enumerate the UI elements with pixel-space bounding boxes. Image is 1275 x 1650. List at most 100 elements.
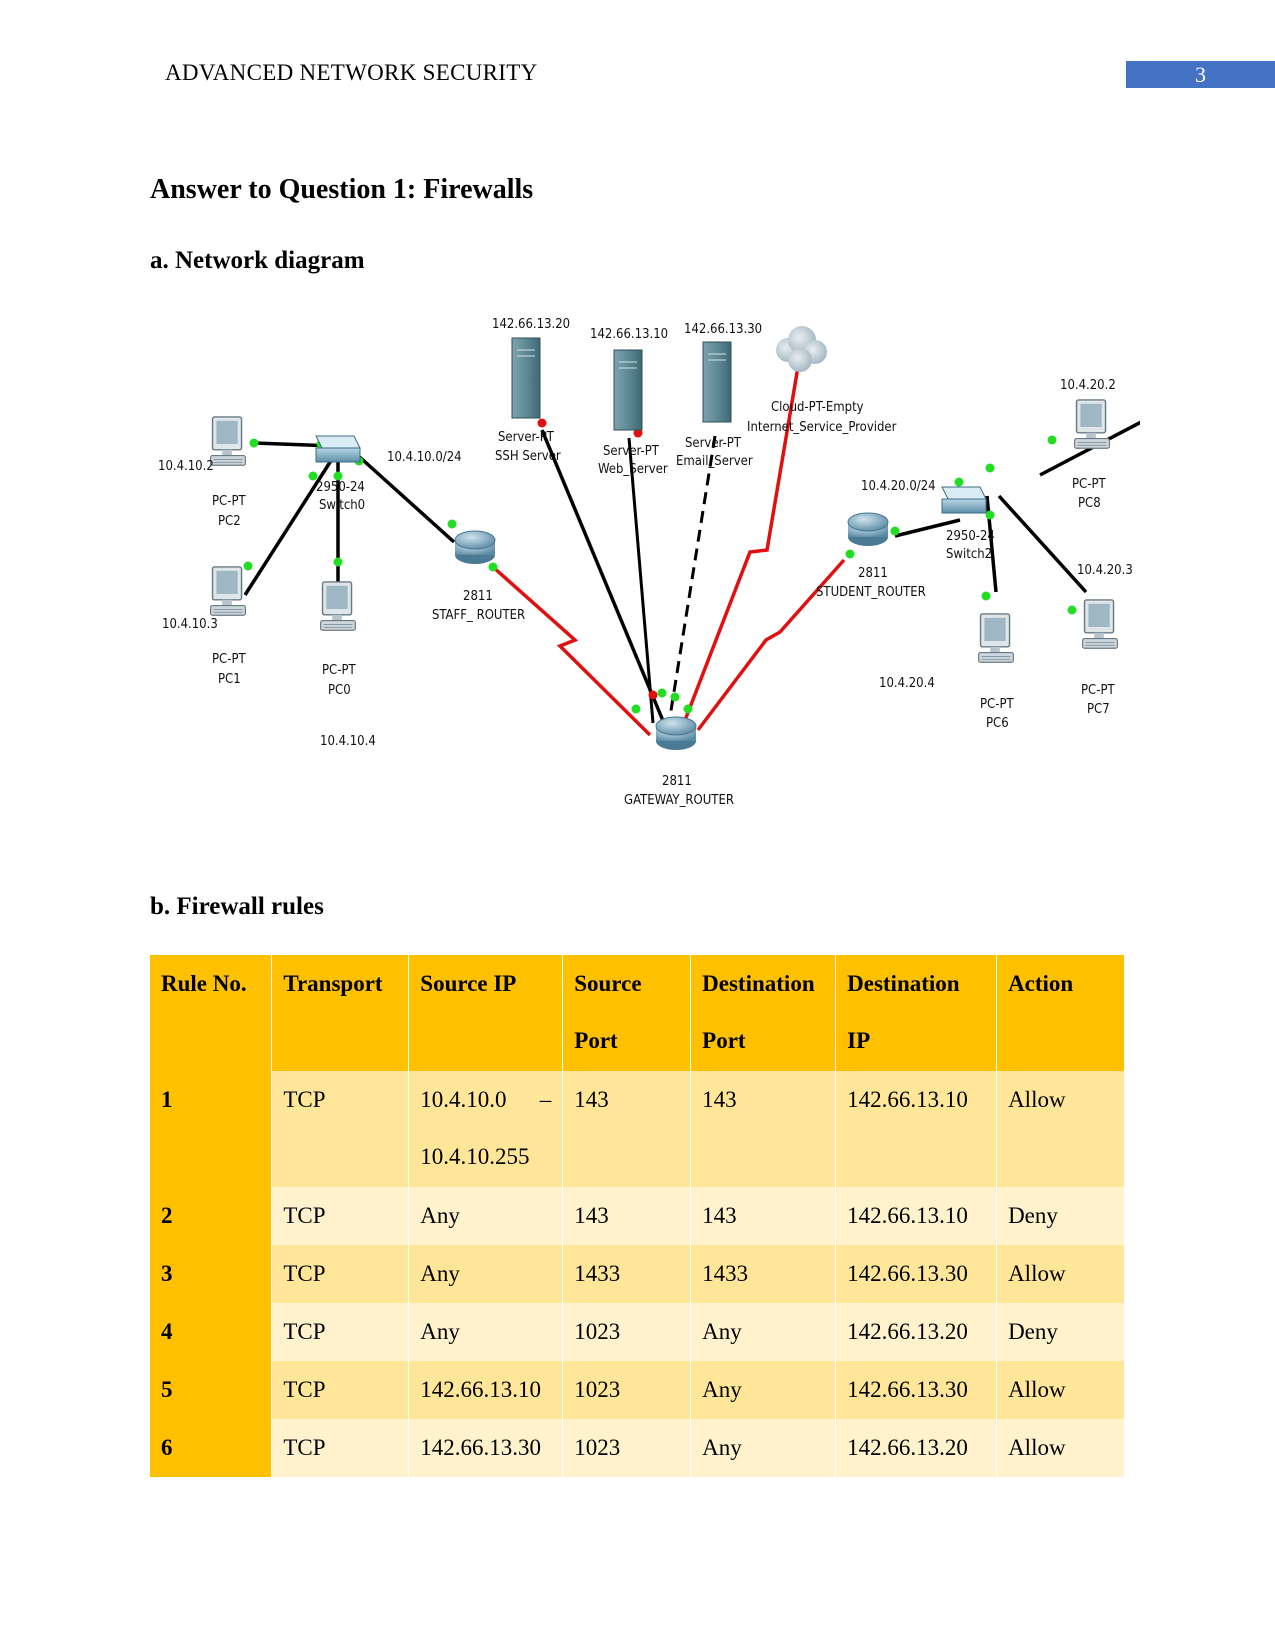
- transport-cell: TCP: [271, 1187, 410, 1245]
- source-port-cell: 143: [562, 1187, 692, 1245]
- cloud-model-label: Cloud-PT-Empty: [771, 400, 864, 415]
- server-ip-label: 142.66.13.30: [684, 322, 762, 337]
- action-cell: Allow: [996, 1361, 1125, 1419]
- server-model-label: Server-PT: [603, 444, 660, 459]
- router-name-label: STUDENT_ROUTER: [816, 585, 926, 600]
- pc-model-label: PC-PT: [1072, 477, 1106, 492]
- source-ip-cell: Any: [408, 1245, 564, 1303]
- transport-cell: TCP: [271, 1303, 410, 1361]
- page-title: Answer to Question 1: Firewalls: [150, 174, 534, 205]
- pc-ip-label: 10.4.20.4: [879, 676, 935, 691]
- server-icon: [511, 337, 541, 419]
- router-model-label: 2811: [662, 774, 692, 789]
- pc-name-label: PC8: [1078, 496, 1101, 511]
- cloud-name-label: Internet_Service_Provider: [747, 420, 897, 435]
- pc-model-label: PC-PT: [1081, 683, 1115, 698]
- server-name-label: Email_Server: [676, 454, 753, 469]
- subnet-label: 10.4.10.0/24: [387, 450, 462, 465]
- router-model-label: 2811: [463, 589, 493, 604]
- router-icon: [847, 512, 889, 546]
- action-cell: Allow: [996, 1245, 1125, 1303]
- source-ip-cell: 10.4.10.0–10.4.10.255: [408, 1071, 564, 1187]
- pc-ip-label: 10.4.10.2: [158, 459, 214, 474]
- source-ip-cell: 142.66.13.30: [408, 1419, 564, 1477]
- source-ip-cell: 142.66.13.10: [408, 1361, 564, 1419]
- router-icon: [454, 530, 496, 564]
- source-port-cell: 1023: [562, 1419, 692, 1477]
- server-icon: [613, 349, 643, 431]
- destination-ip-cell: 142.66.13.10: [835, 1071, 998, 1187]
- server-name-label: Web_Server: [598, 462, 668, 477]
- destination-port-cell: Any: [690, 1303, 837, 1361]
- router-name-label: GATEWAY_ROUTER: [624, 793, 734, 808]
- server-icon: [702, 341, 732, 423]
- router-model-label: 2811: [858, 566, 888, 581]
- pc-icon: [319, 581, 357, 632]
- pc-ip-label: 10.4.20.3: [1077, 563, 1133, 578]
- pc-icon: [209, 416, 247, 467]
- links-serial: [491, 354, 846, 737]
- section-b-heading: b. Firewall rules: [150, 893, 324, 920]
- source-ip-cell: Any: [408, 1187, 564, 1245]
- server-model-label: Server-PT: [498, 430, 555, 445]
- switch-icon: [941, 486, 987, 514]
- source-port-cell: 143: [562, 1071, 692, 1187]
- destination-ip-cell: 142.66.13.20: [835, 1419, 998, 1477]
- rule-number: 2: [150, 1187, 273, 1245]
- running-head: ADVANCED NETWORK SECURITY: [165, 60, 538, 85]
- transport-cell: TCP: [271, 1245, 410, 1303]
- table-row: 6 TCP 142.66.13.30 1023 Any 142.66.13.20…: [150, 1419, 1125, 1477]
- transport-cell: TCP: [271, 1419, 410, 1477]
- pc-icon: [209, 566, 247, 617]
- table-row: 2 TCP Any 143 143 142.66.13.10 Deny: [150, 1187, 1125, 1245]
- pc-ip-label: 10.4.10.4: [320, 734, 376, 749]
- pc-model-label: PC-PT: [980, 697, 1014, 712]
- pc-name-label: PC7: [1087, 702, 1110, 717]
- source-port-cell: 1023: [562, 1361, 692, 1419]
- destination-ip-cell: 142.66.13.30: [835, 1361, 998, 1419]
- pc-icon: [1081, 599, 1119, 650]
- switch-name-label: Switch2: [946, 547, 992, 562]
- destination-port-cell: 143: [690, 1071, 837, 1187]
- server-ip-label: 142.66.13.10: [590, 327, 668, 342]
- server-model-label: Server-PT: [685, 436, 742, 451]
- destination-ip-cell: 142.66.13.20: [835, 1303, 998, 1361]
- action-cell: Allow: [996, 1071, 1125, 1187]
- column-header: Rule No.: [150, 955, 273, 1071]
- pc-icon: [1073, 399, 1111, 450]
- column-header: Transport: [271, 955, 410, 1071]
- links-crossover: [627, 435, 717, 724]
- rule-number: 5: [150, 1361, 273, 1419]
- table-row: 1 TCP 10.4.10.0–10.4.10.255 143 143 142.…: [150, 1071, 1125, 1187]
- switch-model-label: 2950-24: [316, 480, 365, 495]
- pc-model-label: PC-PT: [212, 494, 246, 509]
- pc-name-label: PC2: [218, 514, 241, 529]
- section-a-heading: a. Network diagram: [150, 247, 365, 274]
- table-row: 5 TCP 142.66.13.10 1023 Any 142.66.13.30…: [150, 1361, 1125, 1419]
- source-port-cell: 1433: [562, 1245, 692, 1303]
- destination-port-cell: 1433: [690, 1245, 837, 1303]
- switch-name-label: Switch0: [319, 498, 365, 513]
- pc-ip-label: 10.4.20.2: [1060, 378, 1116, 393]
- server-name-label: SSH Server: [495, 449, 561, 464]
- rule-number: 6: [150, 1419, 273, 1477]
- destination-ip-cell: 142.66.13.30: [835, 1245, 998, 1303]
- router-icon: [655, 716, 697, 750]
- action-cell: Deny: [996, 1187, 1125, 1245]
- router-name-label: STAFF_ ROUTER: [432, 608, 525, 623]
- action-cell: Deny: [996, 1303, 1125, 1361]
- source-ip-cell: Any: [408, 1303, 564, 1361]
- destination-port-cell: 143: [690, 1187, 837, 1245]
- pc-name-label: PC6: [986, 716, 1009, 731]
- switch-model-label: 2950-24: [946, 529, 995, 544]
- rule-number: 3: [150, 1245, 273, 1303]
- pc-name-label: PC1: [218, 672, 241, 687]
- action-cell: Allow: [996, 1419, 1125, 1477]
- table-row: 4 TCP Any 1023 Any 142.66.13.20 Deny: [150, 1303, 1125, 1361]
- page-number: 3: [1126, 61, 1275, 88]
- pc-icon: [977, 613, 1015, 664]
- source-port-cell: 1023: [562, 1303, 692, 1361]
